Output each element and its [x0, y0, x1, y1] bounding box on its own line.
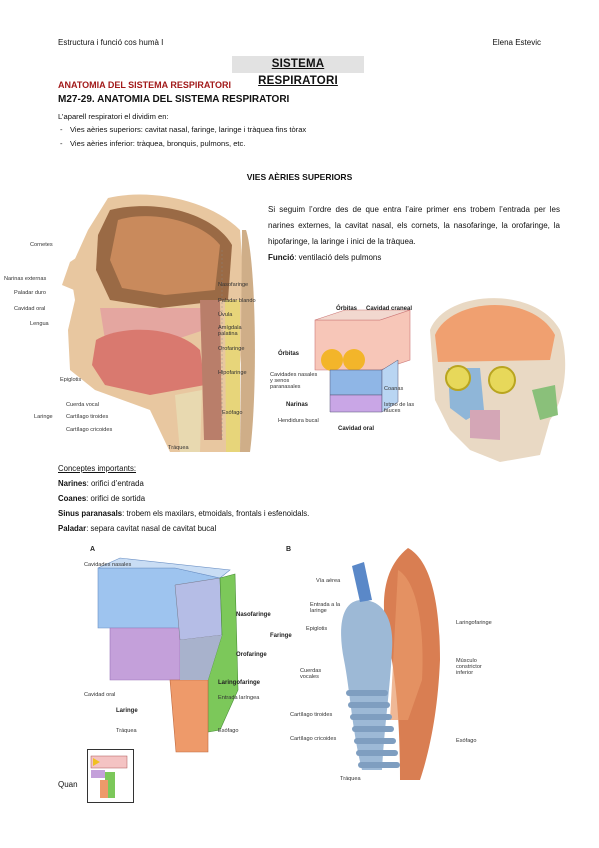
upper-airways-heading: VIES AÈRIES SUPERIORS — [246, 172, 353, 182]
label-nasofaringe: Nasofaringe — [236, 612, 271, 618]
footer-word: Quan — [58, 780, 78, 789]
concept-item: Sinus paranasals: trobem els maxilars, e… — [58, 506, 309, 521]
concept-item: Paladar: separa cavitat nasal de cavitat… — [58, 521, 309, 536]
label-cavidad-oral: Cavidad oral — [338, 426, 375, 432]
bullet-item: Vies aèries inferior: tràquea, bronquis,… — [60, 138, 245, 150]
concept-term: Sinus paranasals — [58, 509, 123, 518]
concepts-section: Conceptes importants: Narines: orifici d… — [58, 461, 309, 536]
label-nasofaringe: Nasofaringe — [218, 282, 249, 288]
label-cartilago-cricoides: Cartílago cricoides — [290, 736, 337, 742]
concepts-title: Conceptes importants: — [58, 464, 137, 473]
label-esofago: Esófago — [218, 728, 239, 734]
skull-illustration — [314, 298, 566, 462]
label-cornetes: Cornetes — [30, 242, 53, 248]
label-cuerda-vocal: Cuerda vocal — [66, 402, 99, 408]
concept-item: Narines: orifici d’entrada — [58, 476, 309, 491]
label-cavidades-nasales: Cavidades nasales y senos paranasales — [270, 372, 318, 390]
label-laringofaringe: Laringofaringe — [218, 680, 261, 686]
label-cartilago-tiroides: Cartílago tiroides — [290, 712, 333, 718]
label-laringe: Laringe — [34, 414, 53, 420]
label-cuerdas-vocales: Cuerdas vocales — [300, 668, 322, 680]
figure-skull-cavities: Órbitas Cavidad craneal Órbitas Cavidade… — [270, 290, 570, 465]
label-uvula: Úvula — [218, 312, 233, 318]
label-orbitas: Órbitas — [278, 351, 300, 357]
concept-term: Narines — [58, 479, 87, 488]
label-istmo-fauces: Istmo de las fauces — [384, 402, 415, 414]
label-cavidad-oral: Cavidad oral — [14, 306, 46, 312]
figure-letter-a: A — [90, 546, 96, 553]
paragraph-text: Si seguim l’ordre des de que entra l’air… — [268, 205, 560, 246]
label-traquea: Tráquea — [116, 728, 137, 734]
label-paladar-duro: Paladar duro — [14, 290, 47, 296]
airway-paragraph: Si seguim l’ordre des de que entra l’air… — [268, 202, 560, 266]
label-amigdala-palatina: Amígdala palatina — [218, 325, 242, 337]
label-hendidura-bucal: Hendidura bucal — [278, 418, 319, 424]
label-cavidad-craneal: Cavidad craneal — [366, 306, 413, 312]
function-label: Funció — [268, 253, 295, 262]
page-title: SISTEMA RESPIRATORI — [232, 56, 364, 87]
figure-letter-b: B — [286, 546, 292, 553]
label-cavidades-nasales: Cavidades nasales — [84, 562, 132, 568]
label-cartilago-cricoides: Cartílago cricoides — [66, 427, 113, 433]
label-narinas: Narinas — [286, 402, 309, 408]
larynx-illustration — [341, 548, 440, 780]
figure-sagittal-head: Cornetes Narinas externas Paladar duro C… — [0, 190, 265, 455]
label-epiglotis: Epiglotis — [306, 626, 328, 632]
bullet-item: Vies aèries superiors: cavitat nasal, fa… — [60, 124, 306, 136]
label-via-aerea: Vía aérea — [316, 578, 341, 584]
label-cavidad-oral: Cavidad oral — [84, 692, 116, 698]
label-cartilago-tiroides: Cartílago tiroides — [66, 414, 109, 420]
concept-term: Coanes — [58, 494, 87, 503]
mini-schematic-illustration — [90, 755, 128, 798]
subsection-title: M27-29. ANATOMIA DEL SISTEMA RESPIRATORI — [58, 94, 290, 105]
label-entrada-laringe: Entrada a la laringe — [310, 602, 341, 614]
header-left: Estructura i funció cos humà I — [58, 38, 164, 47]
function-text: : ventilació dels pulmons — [294, 253, 382, 262]
label-musculo-constrictor: Músculo constrictor inferior — [456, 658, 482, 676]
intro-text: L’aparell respiratori el dividim en: — [58, 112, 169, 121]
label-traquea: Tráquea — [168, 445, 189, 451]
sagittal-illustration — [62, 190, 262, 453]
figure-pharynx-schematic: A Cavidades nasales Nasofaringe Faringe … — [80, 540, 292, 760]
label-traquea: Tráquea — [340, 776, 361, 782]
label-orofaringe: Orofaringe — [236, 652, 267, 658]
label-esofago: Esófago — [456, 738, 477, 744]
label-hipofaringe: Hipofaringe — [218, 370, 247, 376]
mini-schematic-thumbnail — [87, 749, 134, 803]
concept-text: : separa cavitat nasal de cavitat bucal — [86, 524, 217, 533]
label-epiglotis: Epiglotis — [60, 377, 82, 383]
pharynx-schematic-illustration — [97, 557, 239, 753]
label-lengua: Lengua — [30, 321, 49, 327]
label-esofago: Esófago — [222, 410, 243, 416]
section-title: ANATOMIA DEL SISTEMA RESPIRATORI — [58, 80, 232, 90]
label-paladar-blando: Paladar blando — [218, 298, 256, 304]
label-laringofaringe: Laringofaringe — [456, 620, 492, 626]
concept-text: : trobem els maxilars, etmoidals, fronta… — [122, 509, 310, 518]
label-orbitas-top: Órbitas — [336, 306, 358, 312]
label-laringe: Laringe — [116, 708, 138, 714]
label-entrada-laringea: Entrada laríngea — [218, 695, 260, 701]
concept-text: : orifici de sortida — [86, 494, 146, 503]
concept-item: Coanes: orifici de sortida — [58, 491, 309, 506]
concept-term: Paladar — [58, 524, 87, 533]
figure-larynx-muscles: B Vía aérea Entrada a la laringe Epiglot… — [280, 540, 520, 790]
label-faringe: Faringe — [270, 633, 292, 639]
label-orofaringe: Orofaringe — [218, 346, 245, 352]
label-narinas-externas: Narinas externas — [4, 276, 47, 282]
concept-text: : orifici d’entrada — [86, 479, 144, 488]
header-right: Elena Estevic — [492, 38, 541, 47]
label-coanas: Coanas — [384, 386, 404, 392]
